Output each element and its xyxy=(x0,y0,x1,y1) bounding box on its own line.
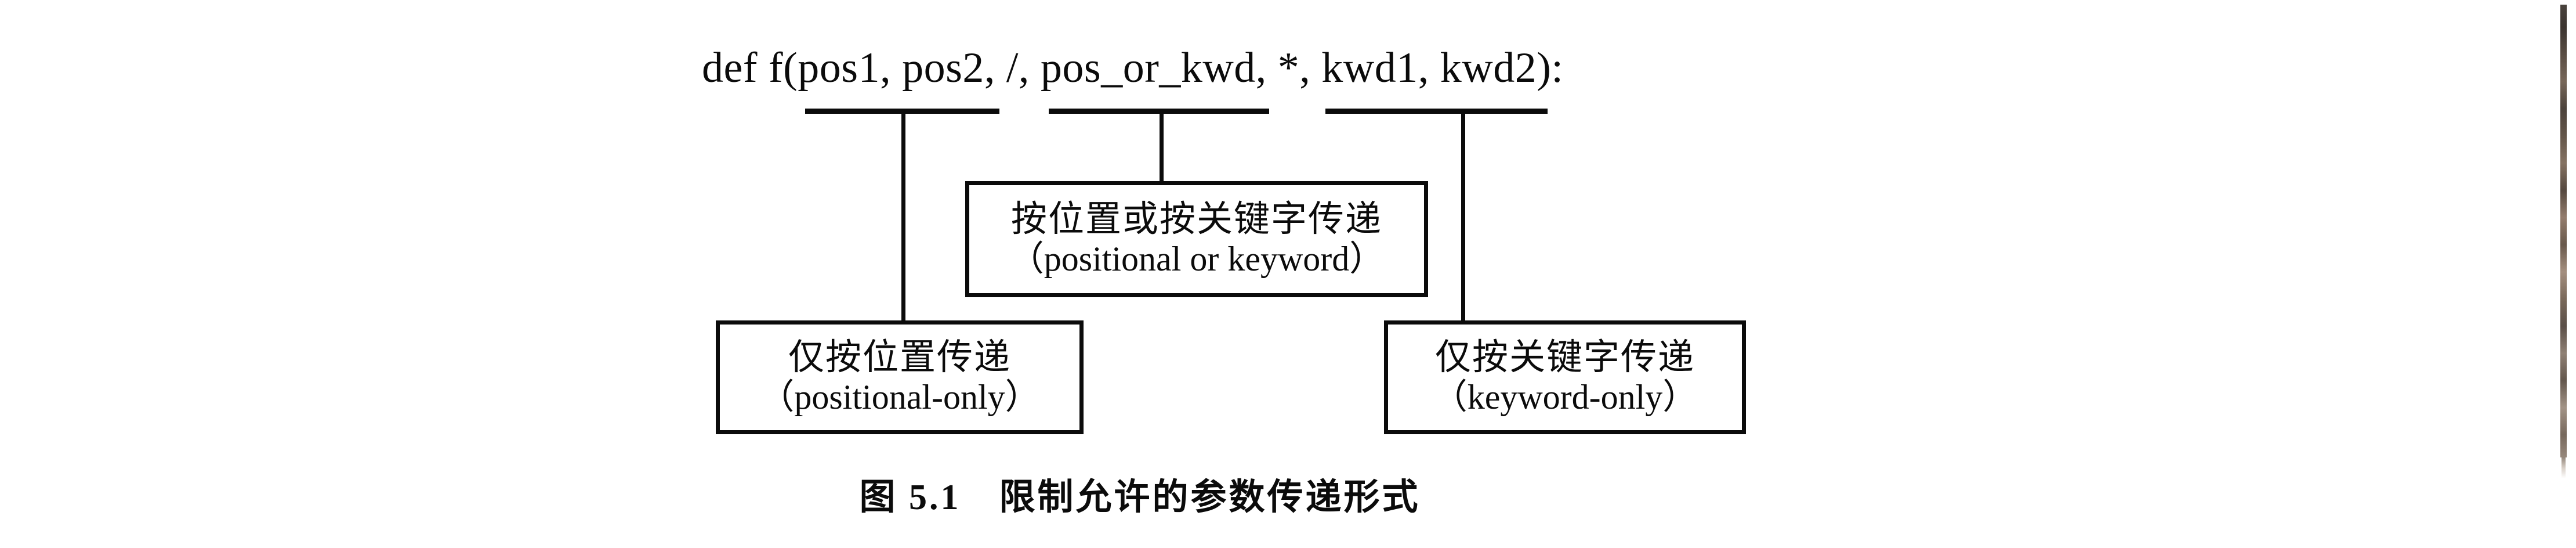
scan-page-edge-artifact-tail xyxy=(2561,457,2566,478)
box-positional-only: 仅按位置传递 （positional-only） xyxy=(716,320,1084,434)
underline-positional-or-keyword xyxy=(1049,109,1269,114)
figure-caption: 图 5.1 限制允许的参数传递形式 xyxy=(859,478,1421,517)
underline-keyword-only xyxy=(1325,109,1548,114)
connector-line-keyword-only xyxy=(1461,110,1465,322)
scan-page-edge-artifact xyxy=(2560,5,2567,457)
connector-line-positional-only xyxy=(901,110,905,322)
box-positional-only-label-cn: 仅按位置传递 xyxy=(788,337,1011,377)
box-positional-or-keyword-label-en: （positional or keyword） xyxy=(1009,240,1385,279)
box-positional-only-label-en: （positional-only） xyxy=(759,378,1040,417)
function-signature: def f(pos1, pos2, /, pos_or_kwd, *, kwd1… xyxy=(702,44,1564,92)
box-positional-or-keyword: 按位置或按关键字传递 （positional or keyword） xyxy=(965,181,1428,297)
box-keyword-only-label-en: （keyword-only） xyxy=(1432,378,1698,417)
box-keyword-only: 仅按关键字传递 （keyword-only） xyxy=(1384,320,1746,434)
connector-line-positional-or-keyword xyxy=(1160,110,1164,182)
box-positional-or-keyword-label-cn: 按位置或按关键字传递 xyxy=(1010,199,1382,239)
box-keyword-only-label-cn: 仅按关键字传递 xyxy=(1434,337,1695,377)
